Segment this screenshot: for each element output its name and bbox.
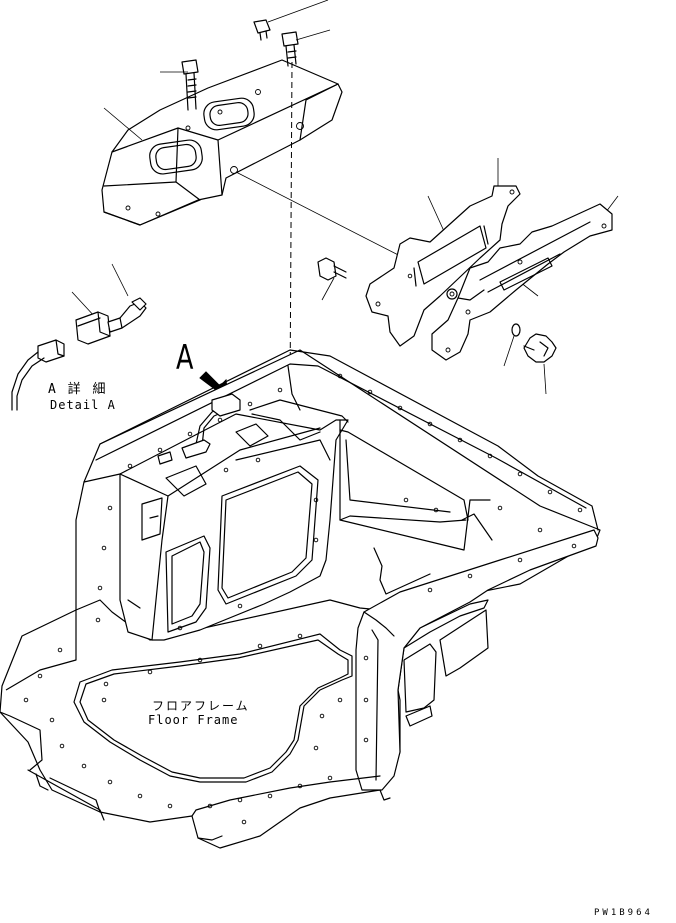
bolt-top (254, 20, 270, 40)
drawing-id: PW1B964 (594, 908, 653, 918)
star-knob (524, 334, 556, 362)
view-marker-a: A (176, 338, 194, 378)
guide-line (236, 172, 412, 262)
washer-lower (512, 324, 520, 336)
floor-frame-label-jp: フロアフレーム (152, 699, 250, 713)
console-cover (102, 60, 342, 225)
alignment-line (290, 62, 292, 395)
hex-bolt (318, 258, 346, 280)
detail-a-parts (12, 298, 146, 410)
floor-frame-label-en: Floor Frame (148, 713, 239, 727)
frame-bolt-holes (24, 374, 582, 824)
detail-a-label-en: Detail A (50, 398, 116, 412)
side-bracket (432, 204, 612, 360)
bolt-right (282, 32, 298, 66)
floor-frame (0, 350, 600, 848)
washer-upper (447, 289, 457, 299)
bolt-left (182, 60, 198, 110)
mounting-bracket (366, 186, 520, 346)
detail-a-label-jp: A 詳 細 (48, 382, 108, 397)
